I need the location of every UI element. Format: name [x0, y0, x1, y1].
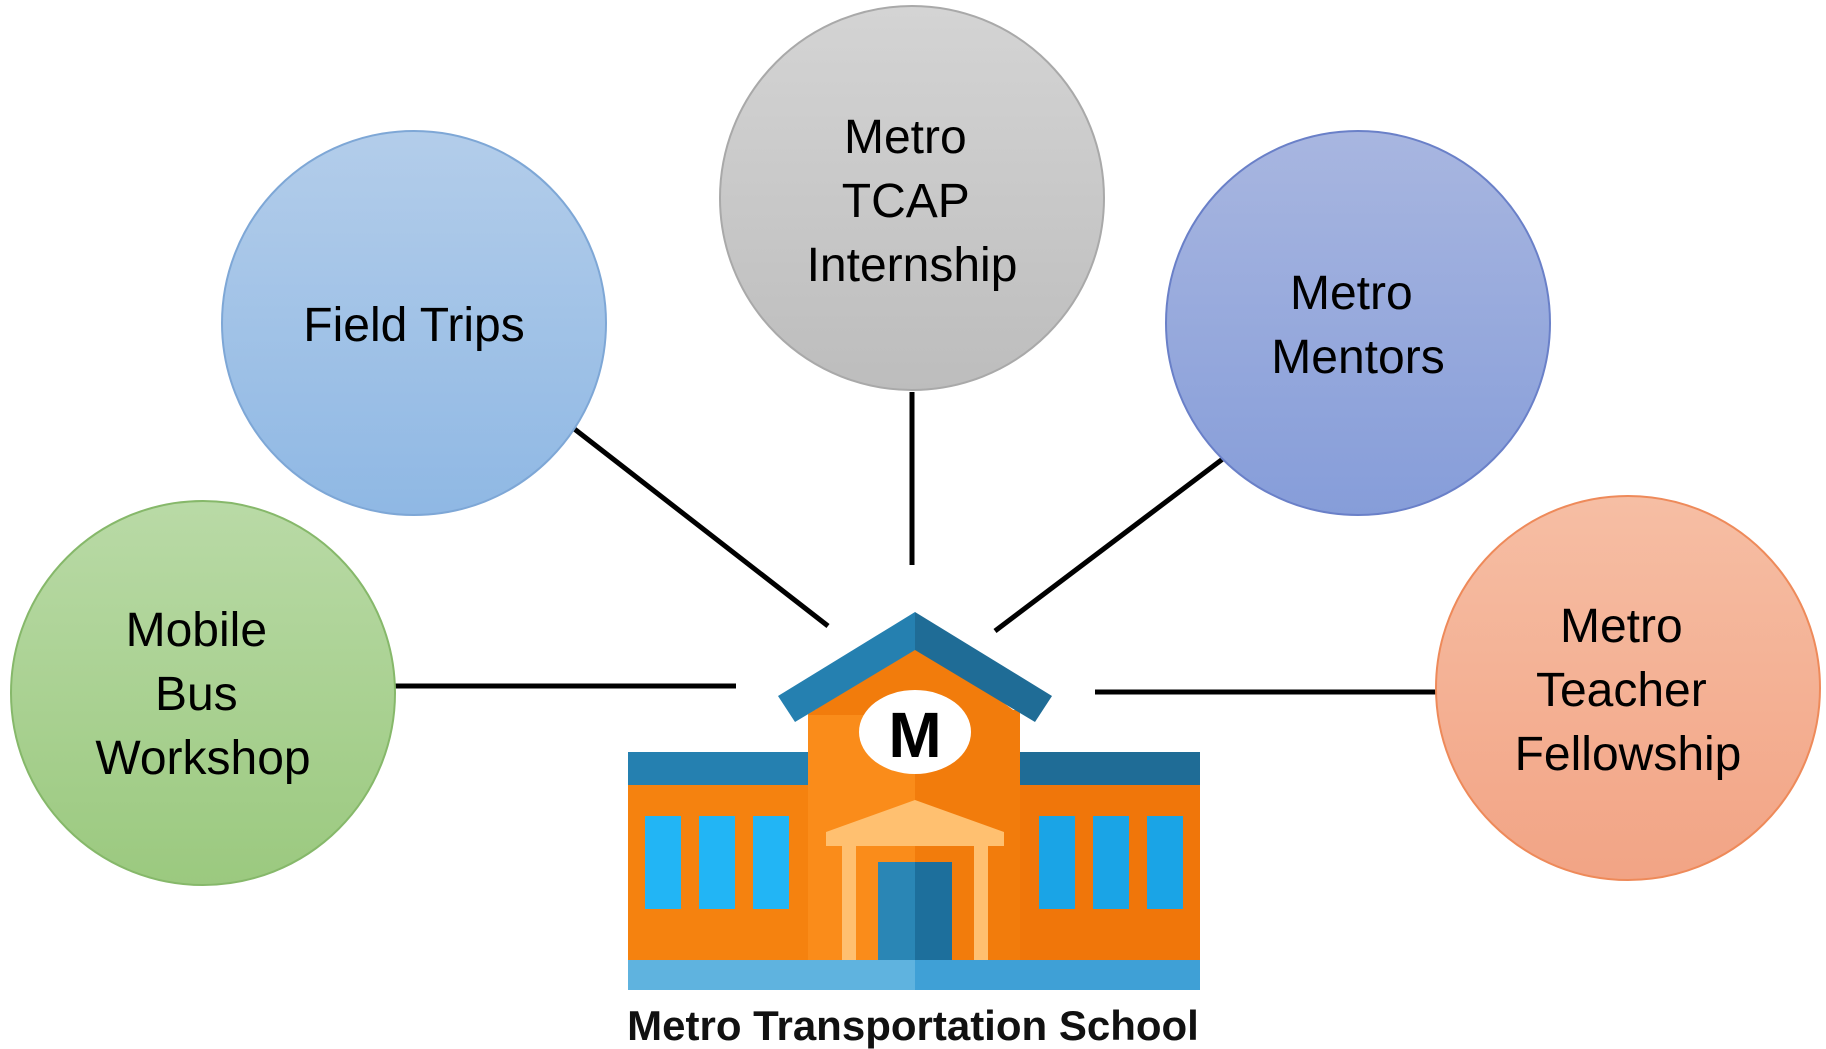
node-label-line: Internship: [807, 239, 1018, 292]
metro-logo-oval: [859, 690, 971, 774]
portico-pediment: [826, 800, 1004, 846]
node-circle: [1435, 495, 1821, 881]
node-circle: [10, 500, 396, 886]
window: [1039, 816, 1075, 909]
main-roof-left: [778, 612, 915, 722]
node-label-line: Fellowship: [1515, 728, 1742, 781]
node-circle: [1165, 130, 1551, 516]
school-caption: Metro Transportation School: [627, 1002, 1199, 1049]
node-metro-tcap-internship: Metro TCAP Internship: [719, 5, 1105, 391]
node-label-line: Metro: [1290, 267, 1413, 320]
portico-column: [842, 846, 856, 960]
node-label: Field Trips: [303, 299, 524, 352]
node-label-line: Metro: [1560, 600, 1683, 653]
node-circle: [221, 130, 607, 516]
node-label: Metro TCAP Internship: [807, 111, 1018, 292]
node-label-line: Mobile: [126, 604, 267, 657]
gable-face: [808, 638, 1020, 715]
node-label-line: Metro: [844, 111, 967, 164]
node-label-line: TCAP: [842, 175, 969, 228]
node-mobile-bus-workshop: Mobile Bus Workshop: [10, 500, 396, 886]
metro-logo-letter: M: [888, 699, 941, 771]
building-base-right: [915, 960, 1200, 990]
right-wing-roof: [1020, 752, 1200, 785]
portico-column: [974, 846, 988, 960]
window: [1093, 816, 1129, 909]
node-label-line: Mentors: [1271, 331, 1444, 384]
node-circle: [719, 5, 1105, 391]
node-label: Mobile Bus Workshop: [95, 604, 310, 785]
connectors: [395, 392, 1436, 695]
window: [1147, 816, 1183, 909]
node-metro-mentors: Metro Mentors: [1165, 130, 1551, 516]
node-label: Metro Mentors: [1271, 267, 1444, 384]
school-building-icon: M: [628, 612, 1200, 990]
node-label-line: Bus: [155, 668, 238, 721]
left-wing-roof: [628, 752, 808, 785]
door-right: [915, 862, 952, 960]
node-label-line: Workshop: [95, 732, 310, 785]
main-roof-right: [915, 612, 1052, 722]
node-field-trips: Field Trips: [221, 130, 607, 516]
node-label-line: Teacher: [1536, 664, 1707, 717]
door-left: [878, 862, 915, 960]
node-label: Metro Teacher Fellowship: [1515, 600, 1742, 781]
node-label-line: Field Trips: [303, 299, 524, 352]
connector-field-trips: [566, 422, 830, 628]
window: [753, 816, 789, 909]
node-metro-teacher-fellowship: Metro Teacher Fellowship: [1435, 495, 1821, 881]
window: [699, 816, 735, 909]
connector-metro-mentors: [993, 456, 1226, 633]
building-base-left: [628, 960, 915, 990]
window: [645, 816, 681, 909]
